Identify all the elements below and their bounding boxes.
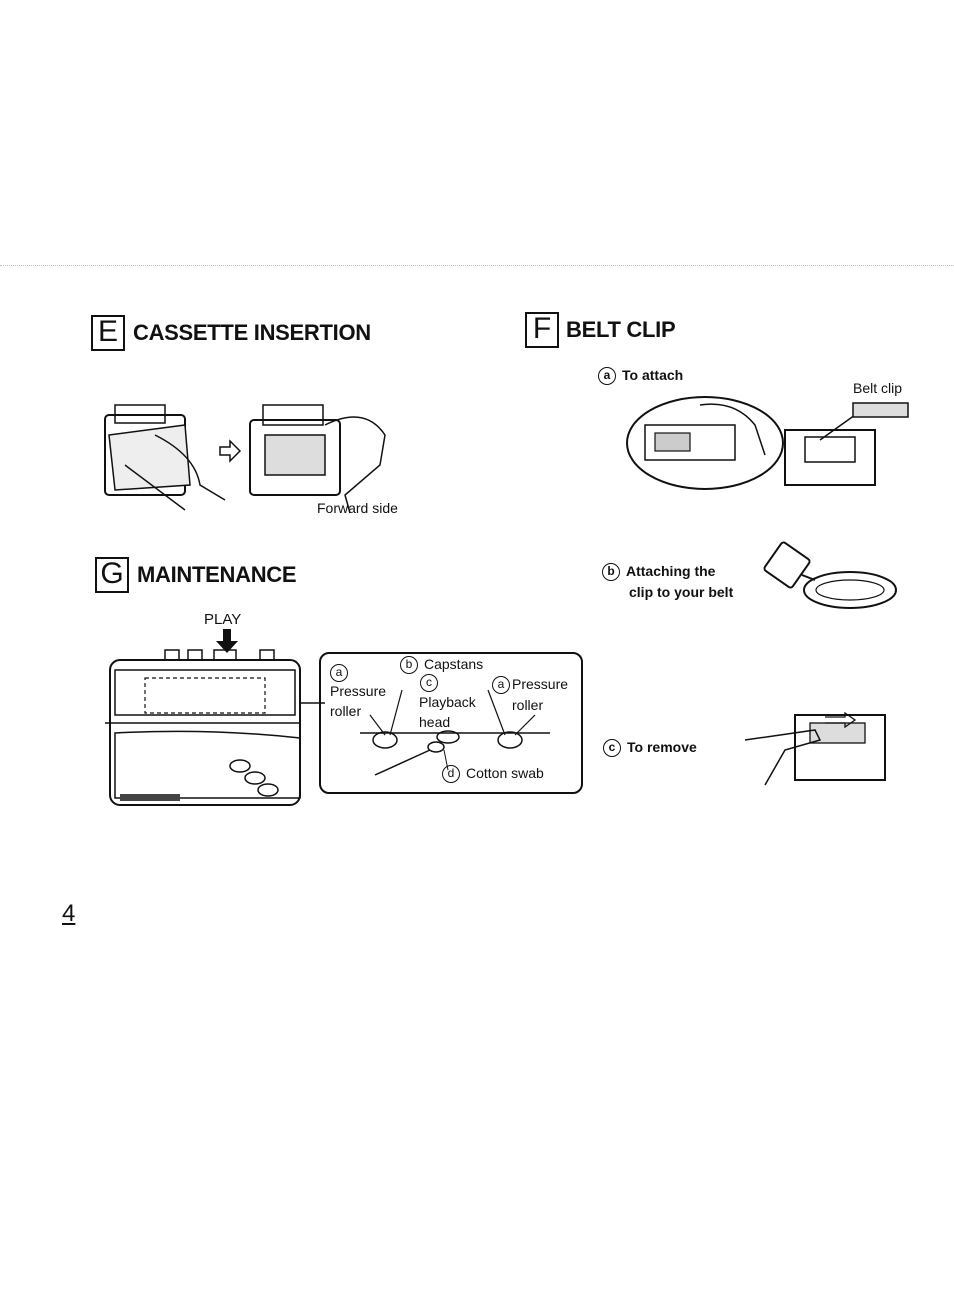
step-b-belt: b Attaching the (602, 563, 716, 582)
step-a-text: To attach (622, 367, 684, 383)
marker-b: b (602, 563, 620, 582)
marker-c: c (603, 739, 621, 758)
play-label: PLAY (204, 611, 242, 628)
attach-clip-illustration (626, 396, 909, 490)
remove-clip-illustration (744, 711, 886, 786)
callout-c-marker: c (420, 674, 444, 693)
page-number: 4 (62, 900, 76, 927)
cassette-insertion-illustration (104, 404, 386, 514)
belt-clip-label: Belt clip (853, 380, 903, 396)
pressure-roller-right-line2: roller (512, 697, 544, 713)
playback-head-line1: Playback (419, 694, 476, 710)
pressure-roller-left-line2: roller (330, 703, 362, 719)
maintenance-callout-box (319, 652, 583, 794)
section-e-letter: E (91, 315, 125, 351)
callout-parts-illustration (360, 689, 550, 776)
maintenance-player-illustration (105, 649, 325, 806)
section-f-letter: F (525, 312, 559, 348)
forward-side-caption: Forward side (317, 500, 398, 516)
belt-attach-illustration (763, 541, 897, 609)
step-b-text-line1: Attaching the (626, 563, 716, 579)
scan-rule (0, 265, 954, 267)
step-c-text: To remove (627, 739, 697, 755)
marker-a: a (598, 367, 616, 386)
section-g-letter: G (95, 557, 129, 593)
section-f-title: BELT CLIP (566, 317, 676, 342)
pressure-roller-left-line1: Pressure (330, 683, 387, 699)
step-b-text-line2: clip to your belt (629, 584, 734, 600)
step-a-attach: a To attach (598, 367, 684, 386)
section-g-title: MAINTENANCE (137, 562, 297, 587)
callout-a-left-marker: a (330, 664, 354, 683)
playback-head-line2: head (419, 714, 451, 730)
section-e-title: CASSETTE INSERTION (133, 320, 371, 345)
play-arrow-icon (216, 629, 238, 653)
step-c-remove: c To remove (603, 739, 697, 758)
